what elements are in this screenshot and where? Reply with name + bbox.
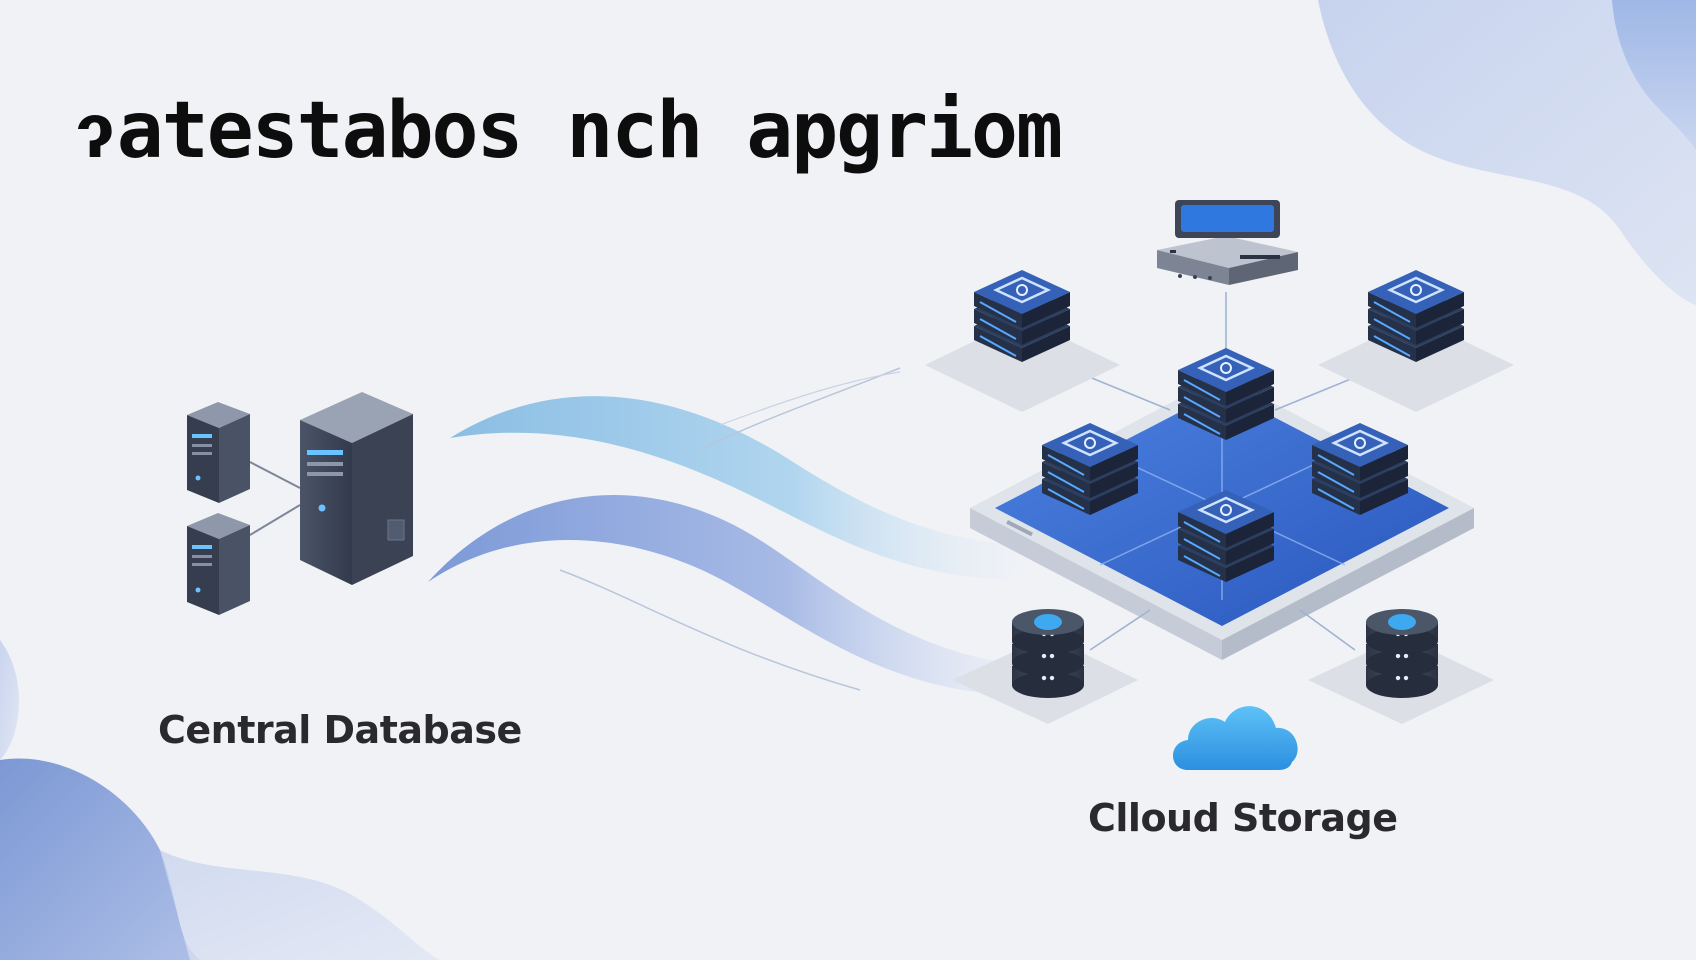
slide-title: ɂatestabos nch apgriom [72,86,1063,176]
data-flow-ribbons [428,367,1020,695]
database-cylinders [1012,609,1438,698]
node-server-icon [1178,348,1274,440]
node-server-icon [1042,423,1138,515]
node-servers [974,270,1464,582]
database-cylinder-icon [1012,609,1084,698]
left-connections [249,461,301,536]
control-console-icon [1157,200,1298,285]
node-server-icon [1368,270,1464,362]
server-icon [187,402,250,503]
cloud-icon [1173,706,1298,770]
central-database-label: Central Database [158,708,522,752]
node-server-icon [974,270,1070,362]
cloud-storage-label: Clloud Storage [1088,796,1398,840]
server-tower-icon [300,392,413,585]
server-icon [187,513,250,615]
node-server-icon [1312,423,1408,515]
node-server-icon [1178,490,1274,582]
database-cylinder-icon [1366,609,1438,698]
